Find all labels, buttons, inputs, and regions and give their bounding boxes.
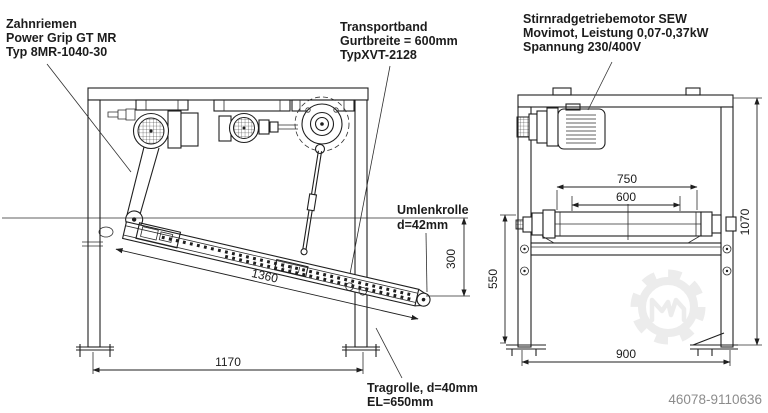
dim-discharge-height: 550 (486, 214, 516, 344)
label-zahnriemen: Zahnriemen Power Grip GT MR Typ 8MR-1040… (6, 17, 116, 59)
dim-footprint-side-text: 1170 (215, 355, 241, 369)
drive-motor (107, 108, 199, 150)
dim-footprint-front-text: 900 (616, 347, 636, 361)
label-zahnriemen-line2: Power Grip GT MR (6, 31, 116, 45)
label-umlenkrolle-line1: Umlenkrolle (397, 203, 469, 217)
timing-belt (126, 146, 160, 219)
label-getriebemotor-line2: Movimot, Leistung 0,07-0,37kW (523, 26, 709, 40)
tension-rod (300, 150, 323, 256)
label-tragrolle-line1: Tragrolle, d=40mm (367, 381, 478, 395)
dim-belt-length-text: 1360 (250, 266, 279, 286)
label-transportband-line1: Transportband (340, 20, 428, 34)
umlenkrolle-leader-line (425, 232, 428, 293)
dim-discharge-height-text: 550 (486, 269, 500, 289)
tragrolle-leader-line (375, 327, 403, 379)
gear-watermark-icon (630, 269, 706, 345)
dim-roller-outer-width-text: 750 (617, 172, 637, 186)
side-view-feet (76, 344, 380, 357)
callout-labels: Zahnriemen Power Grip GT MR Typ 8MR-1040… (6, 12, 709, 409)
label-tragrolle-line2: EL=650mm (367, 395, 433, 409)
inclined-conveyor: 1360 (115, 210, 431, 320)
front-view: 750 600 550 1070 900 (486, 87, 762, 366)
label-transportband-line2: Gurtbreite = 600mm (340, 34, 458, 48)
zahnriemen-leader-line (46, 63, 132, 173)
label-zahnriemen-line3: Typ 8MR-1040-30 (6, 45, 107, 59)
belt-pulley-wheel (294, 96, 350, 155)
roller-assembly (515, 204, 737, 244)
label-transportband-line3: TypXVT-2128 (340, 48, 417, 62)
dim-footprint-front: 900 (521, 347, 731, 366)
dim-drop-height-text: 300 (444, 249, 458, 269)
label-umlenkrolle-line2: d=42mm (397, 218, 448, 232)
getriebemotor-leader-line (587, 61, 613, 111)
label-transportband: Transportband Gurtbreite = 600mm TypXVT-… (340, 20, 458, 62)
dim-belt-length: 1360 (115, 248, 419, 320)
dim-belt-width: 600 (571, 190, 681, 211)
label-zahnriemen-line1: Zahnriemen (6, 17, 77, 31)
label-getriebemotor-line3: Spannung 230/400V (523, 40, 642, 54)
side-view: 1360 300 1170 (2, 87, 470, 374)
gear-motor (516, 103, 606, 150)
dim-overall-height: 1070 (733, 97, 762, 346)
listing-id-text: 46078-9110636 (668, 392, 762, 407)
dim-roller-outer-width: 750 (556, 172, 698, 210)
secondary-motor (218, 112, 298, 144)
label-getriebemotor: Stirnradgetriebemotor SEW Movimot, Leist… (523, 12, 709, 54)
label-tragrolle: Tragrolle, d=40mm EL=650mm (367, 381, 478, 409)
label-getriebemotor-line1: Stirnradgetriebemotor SEW (523, 12, 687, 26)
dim-belt-width-text: 600 (616, 190, 636, 204)
front-view-feet (506, 332, 738, 356)
dim-drop-height: 300 (2, 217, 470, 297)
transportband-leader-line (349, 65, 391, 275)
dim-footprint-side: 1170 (92, 352, 364, 374)
label-umlenkrolle: Umlenkrolle d=42mm (397, 203, 469, 232)
dim-overall-height-text: 1070 (738, 208, 752, 235)
